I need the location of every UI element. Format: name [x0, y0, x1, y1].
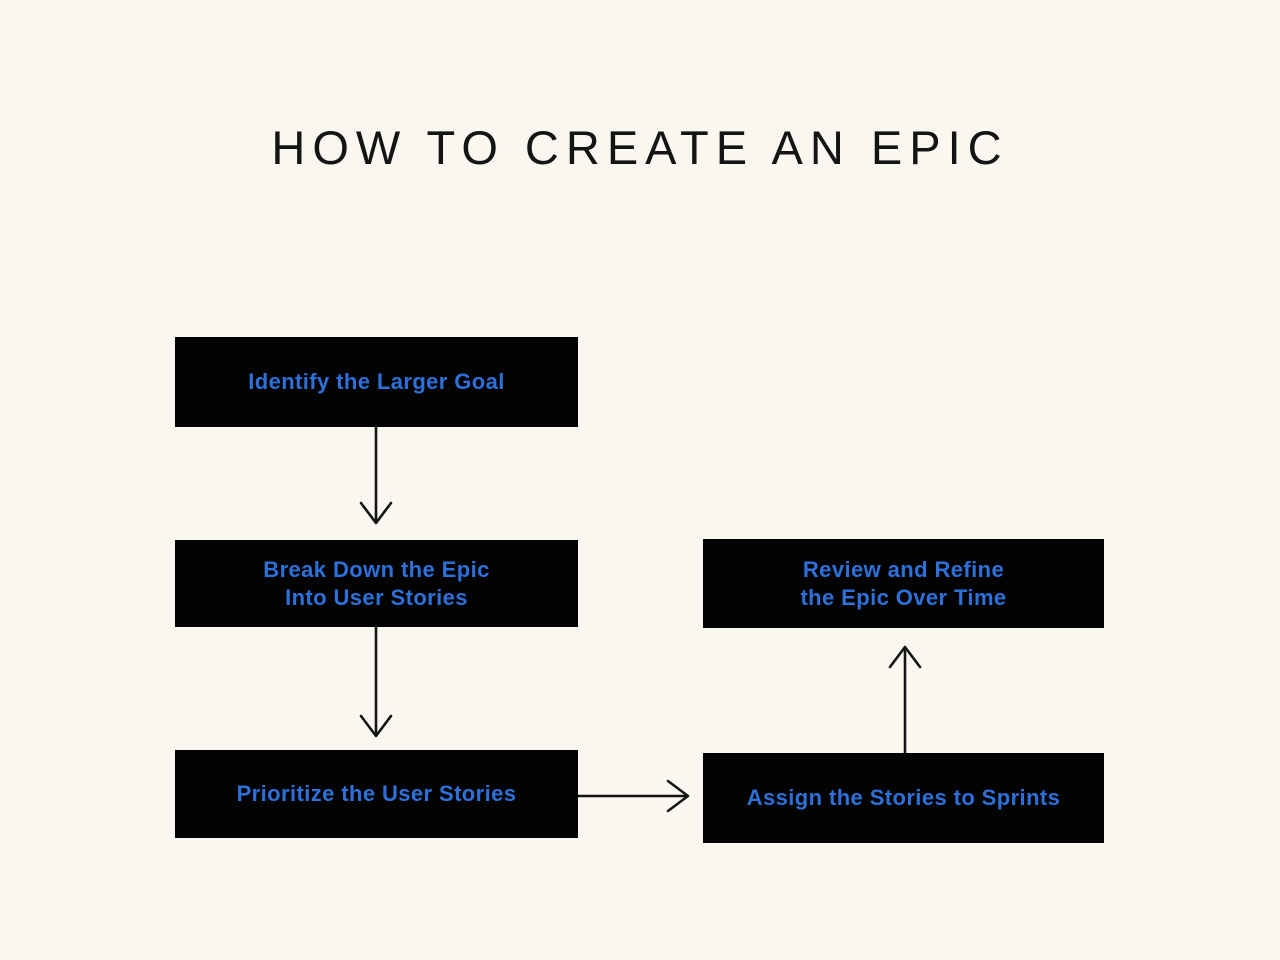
arrow-assign-to-review — [888, 645, 922, 755]
node-label: Assign the Stories to Sprints — [746, 785, 1061, 810]
arrow-prioritize-to-assign — [576, 779, 690, 813]
node-label: Into User Stories — [285, 584, 468, 610]
node-label: the Epic Over Time — [800, 584, 1007, 610]
node-break-down-epic: Break Down the Epic Into User Stories — [175, 540, 578, 627]
node-label: Identify the Larger Goal — [248, 369, 505, 394]
node-label: Prioritize the User Stories — [236, 781, 517, 806]
node-label: Review and Refine — [802, 556, 1005, 582]
page-title: HOW TO CREATE AN EPIC — [271, 121, 1009, 174]
node-prioritize-user-stories: Prioritize the User Stories — [175, 750, 578, 838]
node-identify-larger-goal: Identify the Larger Goal — [175, 337, 578, 427]
arrow-identify-to-breakdown — [359, 425, 393, 525]
node-review-and-refine: Review and Refine the Epic Over Time — [703, 539, 1104, 628]
node-assign-stories-to-sprints: Assign the Stories to Sprints — [703, 753, 1104, 843]
arrow-breakdown-to-prioritize — [359, 625, 393, 738]
node-label: Break Down the Epic — [263, 556, 490, 582]
